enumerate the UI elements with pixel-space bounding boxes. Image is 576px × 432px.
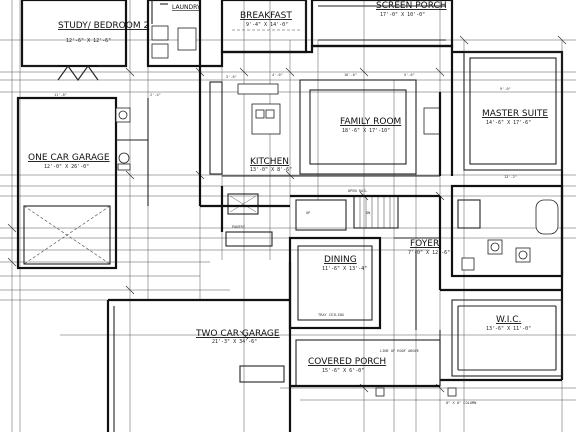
stairs-area [290,194,440,231]
laundry-label: LAUNDRY [172,4,201,11]
kitchen-area [200,81,290,247]
note-column: 8" X 8" COLUMN [446,401,476,405]
note-tray-ceiling: TRAY CEILING [318,313,344,317]
dimension-d: 5'-6" [404,73,415,77]
plan-annotations: DN UP TRAY CEILING OPEN RAIL PANTRY 8" X… [54,73,517,405]
one-car-garage-size: 12'-0" X 26'-0" [44,164,89,170]
breakfast-size: 9'-4" X 14'-0" [246,22,288,28]
dimension-h: 9'-0" [500,87,511,91]
two-car-garage-label: TWO CAR GARAGE [195,329,280,339]
dimension-e: 11'-8" [54,93,67,97]
two-car-garage-size: 21'-3" X 34'-6" [212,339,257,345]
two-car-garage-area [106,262,292,432]
wic-size: 13'-6" X 11'-0" [486,326,531,332]
one-car-garage-label: ONE CAR GARAGE [28,153,110,163]
room-labels: STUDY/ BEDROOM 2 12'-6" X 12'-6" LAUNDRY… [28,1,548,374]
screen-porch-size: 17'-0" X 10'-0" [380,12,425,18]
master-suite-size: 14'-6" X 17'-6" [486,120,531,126]
dining-size: 11'-6" X 13'-4" [322,266,367,272]
wic-label: W.I.C. [496,315,521,325]
covered-porch-size: 15'-6" X 6'-0" [322,368,364,374]
study-size: 12'-6" X 12'-6" [66,38,111,44]
dimension-b: 16'-0" [344,73,357,77]
family-room-area [290,79,442,177]
master-suite-area [450,51,563,176]
dimension-a: 3'-6" [226,75,237,79]
wic-area [440,288,563,377]
foyer-label: FOYER [410,239,439,249]
kitchen-label: KITCHEN [250,157,289,167]
note-pantry: PANTRY [232,225,246,229]
kitchen-size: 13'-0" X 8'-6" [250,167,292,173]
study-label: STUDY/ BEDROOM 2 [58,21,149,31]
dining-label: DINING [324,255,357,265]
dimension-c: 4'-0" [272,73,283,77]
note-up: UP [306,211,310,215]
foyer-size: 7'-0" X 12'-6" [408,250,450,256]
screen-porch-label: SCREEN PORCH [376,1,447,11]
dimension-g: 13'-2" [504,175,517,179]
note-line-roof: LINE OF ROOF ABOVE [380,349,419,353]
covered-porch-label: COVERED PORCH [308,357,386,367]
dimension-f: 2'-4" [150,93,161,97]
family-room-label: FAMILY ROOM [340,117,401,127]
master-bath-area [450,184,564,278]
one-car-garage-area [16,96,149,270]
master-suite-label: MASTER SUITE [482,109,548,119]
family-room-size: 18'-6" X 17'-10" [342,128,390,134]
laundry-area [146,0,202,68]
foyer-area [394,196,442,330]
study-bedroom-area [20,0,128,81]
note-open-rail: OPEN RAIL [348,189,367,193]
breakfast-label: BREAKFAST [240,11,292,21]
note-dn: DN [366,211,370,215]
covered-porch-area [290,330,457,397]
